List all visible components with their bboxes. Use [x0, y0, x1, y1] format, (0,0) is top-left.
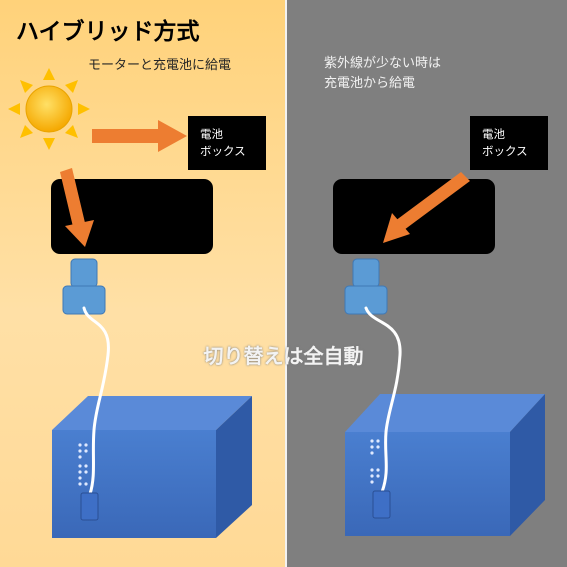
- left-cable: [82, 306, 110, 496]
- panel-divider: [285, 0, 287, 567]
- left-solar-module: [51, 179, 213, 254]
- left-battery-box-line-1: 電池: [200, 127, 223, 141]
- right-caption: 紫外線が少ない時は 充電池から給電: [324, 54, 441, 94]
- right-device-box: [345, 394, 545, 536]
- right-caption-line-1: 紫外線が少ない時は: [324, 56, 442, 71]
- left-caption: モーターと充電池に給電: [88, 58, 232, 73]
- left-battery-box-line-2: ボックス: [200, 144, 246, 158]
- right-battery-box-line-1: 電池: [482, 127, 505, 141]
- right-cable: [364, 306, 402, 494]
- right-caption-line-2: 充電池から給電: [324, 76, 416, 91]
- auto-switch-label: 切り替えは全自動: [203, 344, 364, 368]
- sun-to-module-arrow: [60, 168, 94, 247]
- right-device-port: [372, 490, 391, 519]
- right-battery-box: 電池 ボックス: [470, 116, 548, 170]
- sun-to-battery-arrow: [92, 120, 187, 152]
- right-battery-box-line-2: ボックス: [482, 144, 528, 158]
- left-device-port: [80, 492, 99, 521]
- battery-to-module-arrow: [383, 172, 470, 243]
- left-led-indicators: [78, 443, 88, 486]
- left-connector: [62, 258, 106, 315]
- left-battery-box: 電池 ボックス: [188, 116, 266, 170]
- right-connector: [344, 258, 388, 315]
- right-led-indicators: [370, 439, 380, 484]
- page-title: ハイブリッド方式: [16, 19, 200, 45]
- sun-icon: [8, 68, 90, 150]
